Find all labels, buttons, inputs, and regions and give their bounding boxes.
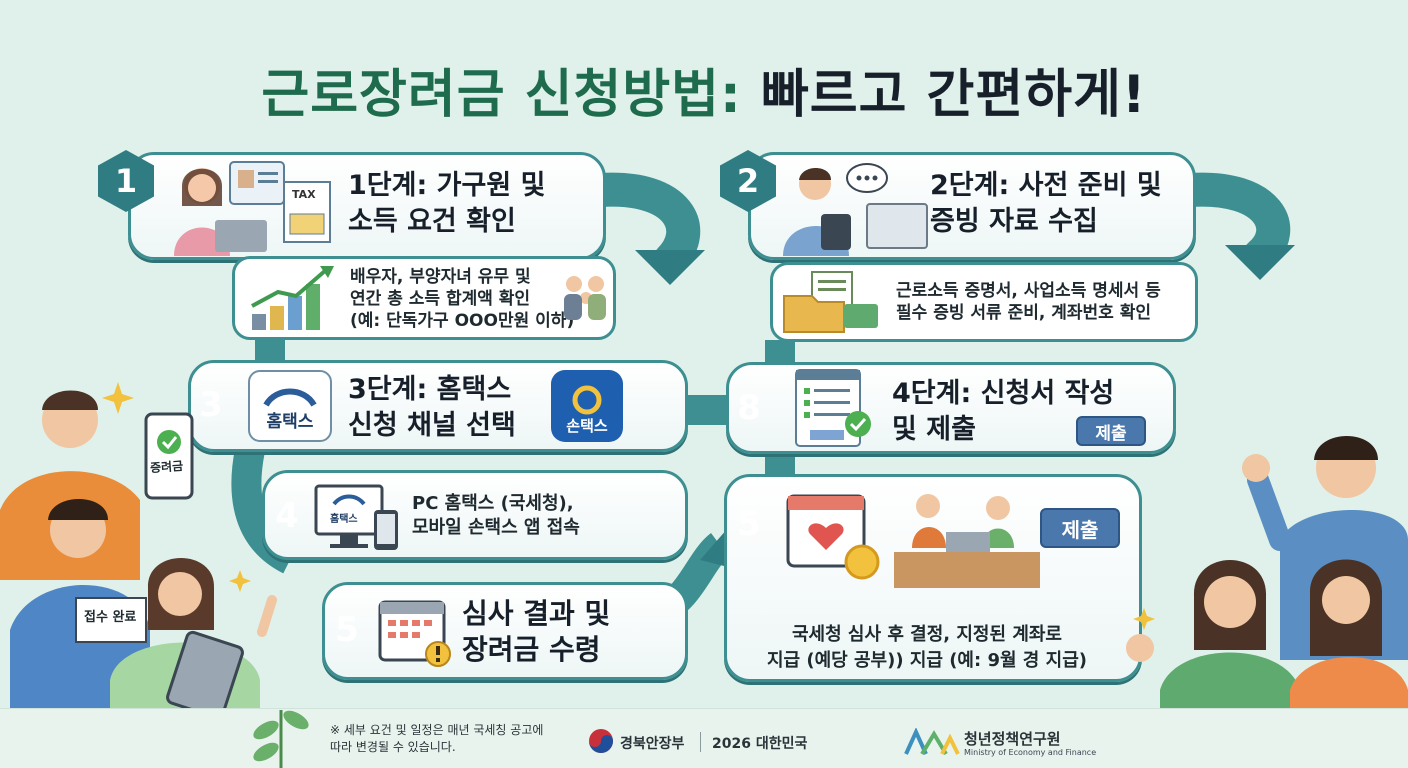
- step4-number: 8: [737, 388, 761, 428]
- plant-leaf-icon: [253, 710, 309, 768]
- step2-title: 2단계: 사전 준비 및 증빙 자료 수집: [930, 170, 1162, 237]
- counter-meeting-icon: [894, 494, 1040, 588]
- growth-chart-icon: [251, 266, 334, 330]
- page-title: 근로장려금 신청방법: 빠르고 간편하게!: [0, 52, 1408, 127]
- title-part2: 빠르고 간편하게!: [760, 65, 1147, 125]
- footer-note: ※ 세부 요건 및 일정은 매년 국세칭 공고에 따라 변경될 수 있습니다.: [330, 723, 544, 754]
- title-part1: 근로장려금 신청방법:: [261, 65, 742, 125]
- step2-description: 근로소득 증명서, 사업소득 명세서 등 필수 증빙 서류 준비, 계좌번호 확…: [896, 281, 1161, 323]
- sontax-logo-icon: [572, 385, 602, 415]
- footer-institute-en: Ministry of Economy and Finance: [964, 748, 1097, 757]
- sontax-app-label: 손택스: [566, 417, 608, 435]
- step3-number: 3: [199, 385, 223, 425]
- folder-documents-icon: [783, 271, 878, 333]
- screen-hometax-label: 홈택스: [330, 514, 358, 525]
- hometax-app-label: 홈택스: [266, 412, 314, 432]
- step4-detail-number: 4: [275, 496, 299, 536]
- step2-number: 2: [736, 162, 760, 200]
- submit-button-small[interactable]: 제출: [1076, 416, 1146, 446]
- family-icon: [564, 276, 606, 320]
- footer-institute: 청년정책연구원: [964, 730, 1061, 748]
- step4-detail-description: PC 홈택스 (국세청), 모바일 손택스 앱 접속: [412, 493, 580, 538]
- result-title: 심사 결과 및 장려금 수령: [462, 597, 611, 666]
- result-number: 5: [335, 610, 359, 650]
- hometax-logo-icon: [263, 388, 317, 407]
- step4-title: 4단계: 신청서 작성 및 제출: [892, 378, 1115, 445]
- step5-description: 국세청 심사 후 결정, 지정된 계좌로 지급 (예당 공부)) 지급 (예: …: [766, 624, 1087, 671]
- submit-button-large[interactable]: 제출: [1040, 508, 1120, 548]
- tax-label: TAX: [292, 188, 316, 201]
- footer-year: 2026 대한민국: [712, 736, 808, 752]
- calendar-alert-icon: [378, 600, 451, 667]
- footer-band: [0, 708, 1408, 768]
- step1-number: 1: [114, 162, 138, 200]
- computer-phone-icon: [314, 484, 398, 550]
- step1-title: 1단계: 가구원 및 소득 요건 확인: [348, 170, 546, 237]
- phone-screen-label: 증려금: [149, 458, 184, 476]
- step3-title: 3단계: 홈택스 신청 채널 선택: [348, 374, 516, 441]
- calendar-heart-icon: [786, 494, 880, 580]
- form-checklist-icon: [795, 369, 871, 447]
- step1-description: 배우자, 부양자녀 유무 및 연간 총 소득 합계액 확인 (예: 단독가구 O…: [350, 267, 575, 331]
- sontax-app-icon[interactable]: 손택스: [551, 370, 623, 442]
- man-tablet-icon: [783, 163, 928, 256]
- footer-divider: [700, 732, 701, 752]
- tax-document-icon: TAX: [229, 161, 331, 243]
- taegeuk-emblem-icon: [589, 729, 613, 753]
- institute-logo-icon: [904, 728, 960, 756]
- hometax-app-icon[interactable]: 홈택스: [248, 370, 332, 442]
- received-paper-label: 접수 완료: [84, 610, 137, 625]
- footer-ministry: 경북안장부: [620, 736, 685, 752]
- woman-laptop-icon: [174, 168, 267, 256]
- step5-number: 5: [737, 504, 761, 544]
